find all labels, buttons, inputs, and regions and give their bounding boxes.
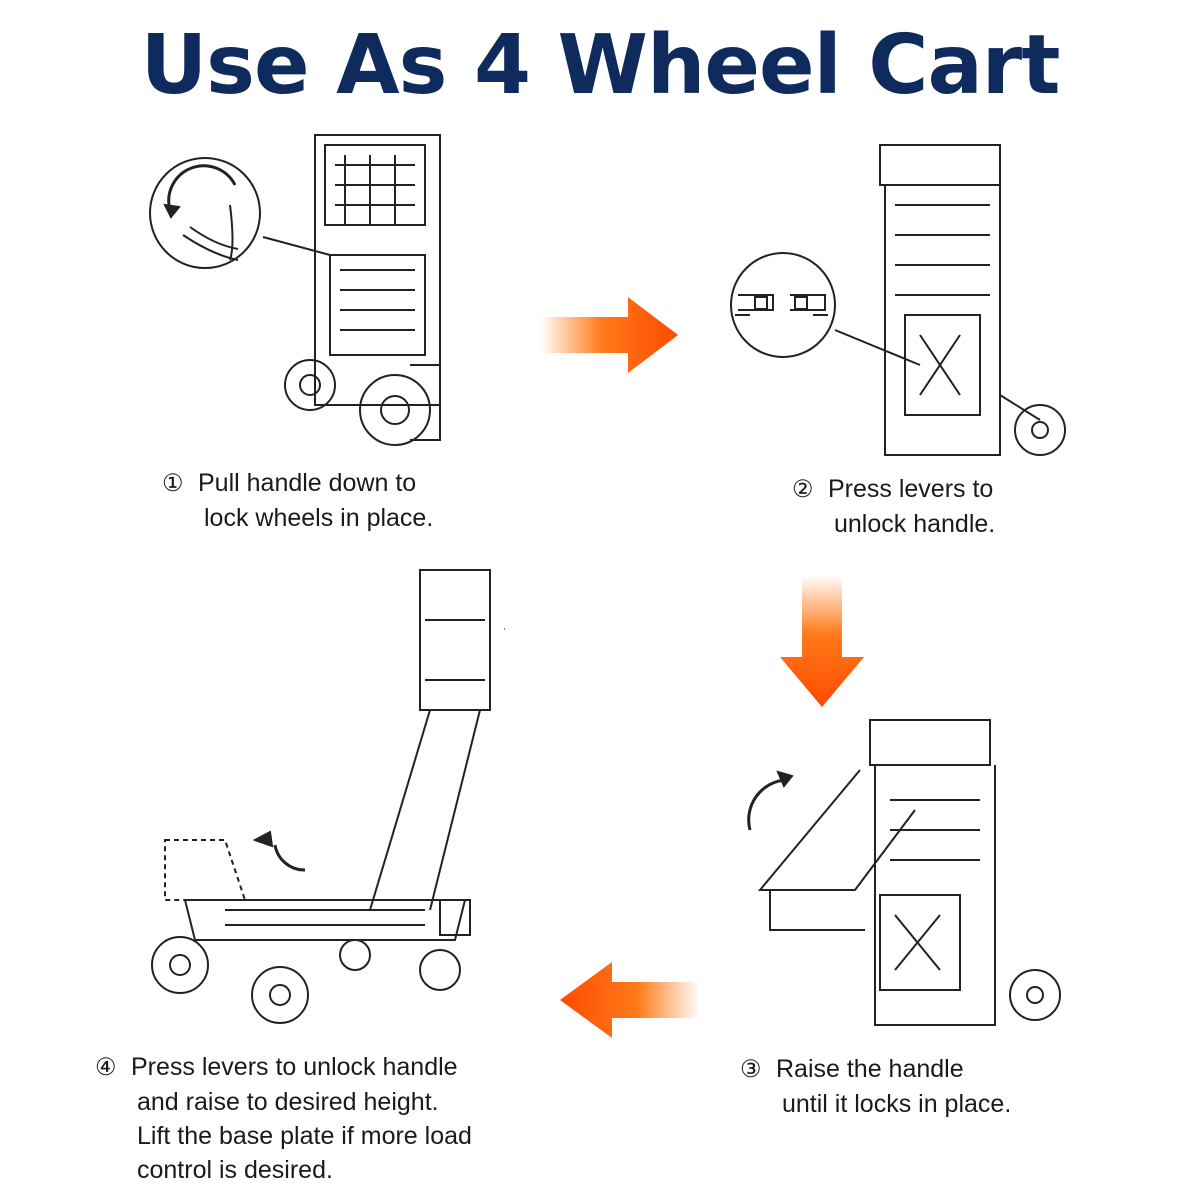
step-4-illustration xyxy=(151,569,505,1024)
arrow-down-icon xyxy=(780,575,864,707)
arrow-right-icon xyxy=(540,297,678,373)
step-3-illustration xyxy=(747,719,1061,1026)
step-3-number: ③ xyxy=(740,1056,762,1083)
detail-magnifier-circle xyxy=(730,252,836,358)
step-1-illustration xyxy=(149,134,441,446)
step-2-number: ② xyxy=(792,476,814,503)
page-title: Use As 4 Wheel Cart xyxy=(140,18,1061,113)
step-4-number: ④ xyxy=(95,1054,117,1081)
arrow-left-icon xyxy=(560,962,700,1038)
step-1-number: ① xyxy=(162,470,184,497)
step-2-illustration xyxy=(730,144,1066,456)
detail-magnifier-circle xyxy=(149,157,261,269)
